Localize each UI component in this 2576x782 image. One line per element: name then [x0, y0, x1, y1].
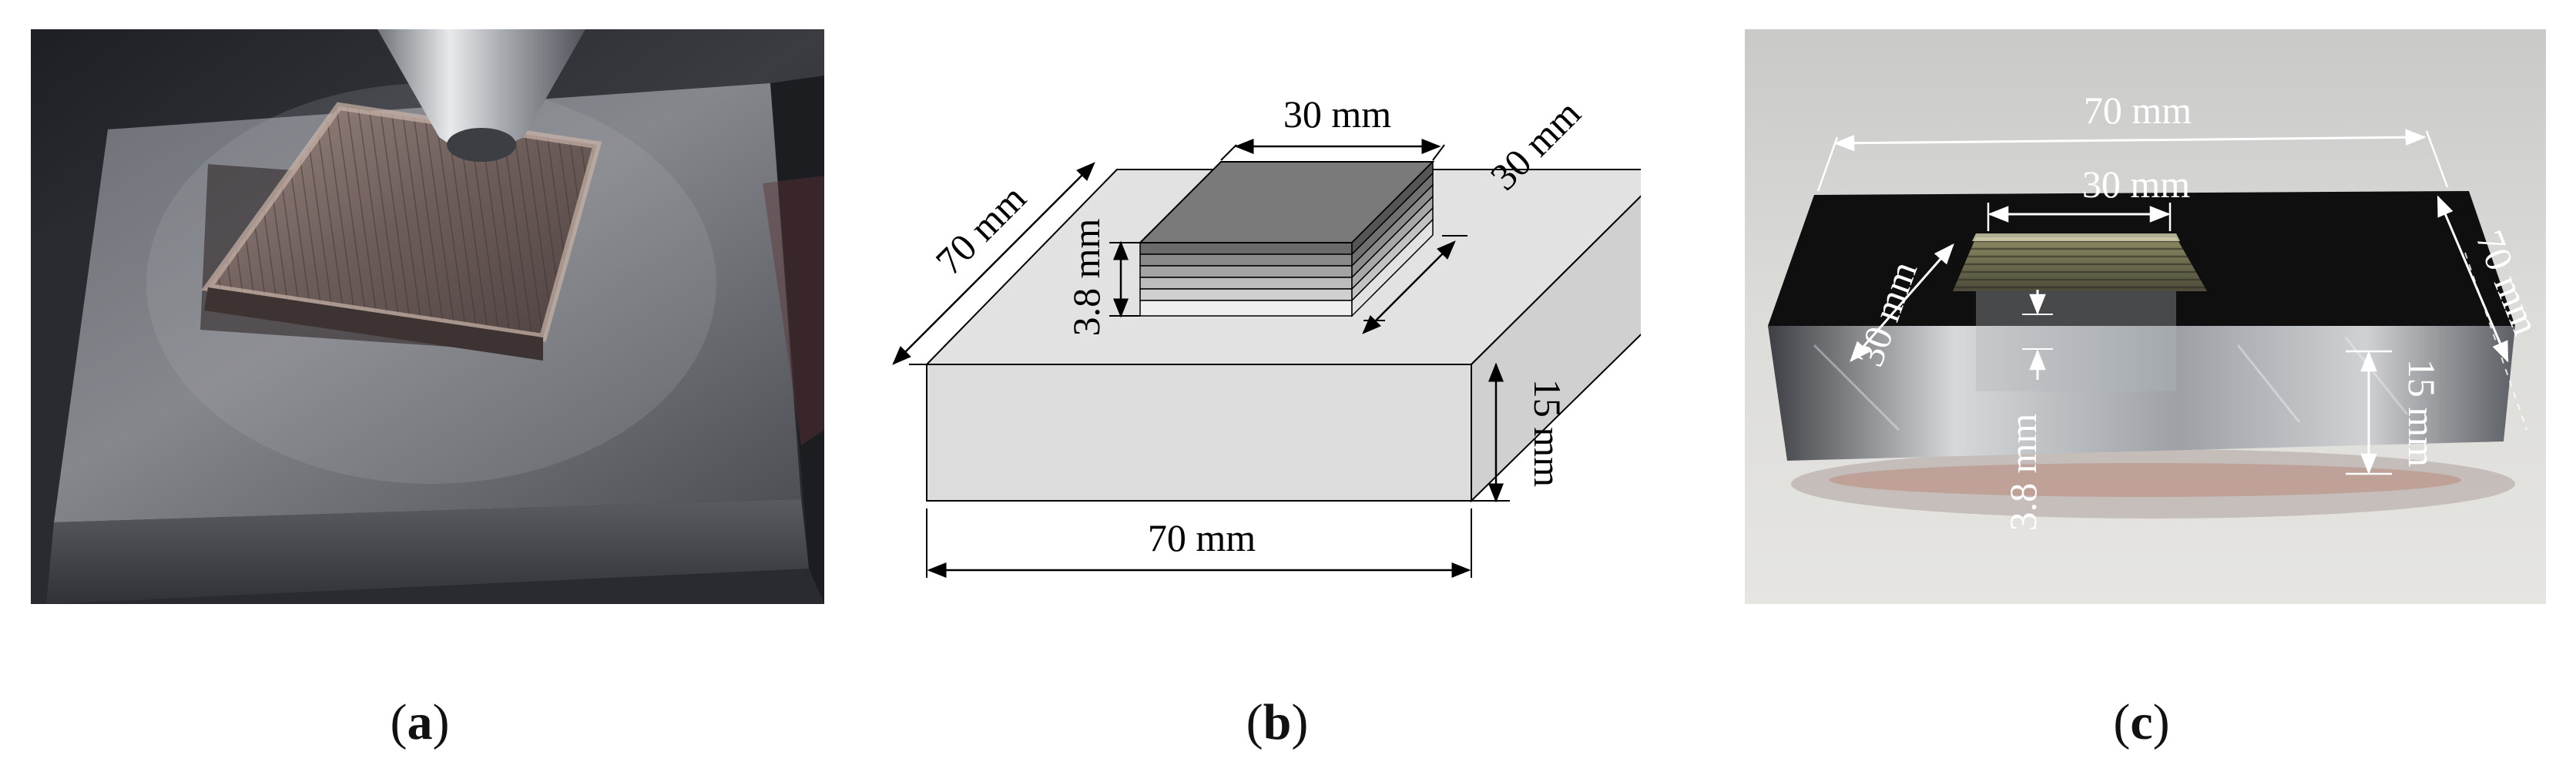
- label-c-deposit-width: 30 mm: [2082, 163, 2190, 206]
- schematic-diagram: 30 mm 30 mm 3.8 mm 70 mm 15 mm 70 mm: [892, 92, 1670, 578]
- caption-b-close: ): [1291, 694, 1309, 750]
- caption-c-letter: c: [2130, 694, 2153, 750]
- schematic-panel-b: 30 mm 30 mm 3.8 mm 70 mm 15 mm 70 mm: [870, 62, 1670, 601]
- caption-b: (b): [1200, 693, 1354, 755]
- deposition-photo: [31, 29, 824, 604]
- caption-c-open: (: [2113, 694, 2131, 750]
- caption-c-close: ): [2152, 694, 2170, 750]
- label-c-substrate-width: 70 mm: [2084, 89, 2192, 132]
- label-c-deposit-height: 3.8 mm: [2001, 414, 2044, 532]
- label-c-substrate-height: 15 mm: [2400, 359, 2444, 467]
- photo-panel-c: 70 mm 30 mm 30 mm 3.8 mm 15 mm 70 mm: [1745, 29, 2546, 604]
- caption-a: (a): [343, 693, 497, 755]
- label-b-deposit-height: 3.8 mm: [1065, 219, 1108, 337]
- caption-b-open: (: [1246, 694, 1263, 750]
- caption-a-close: ): [432, 694, 450, 750]
- photo-panel-a: [31, 29, 824, 604]
- caption-a-letter: a: [407, 694, 433, 750]
- label-b-deposit-width: 30 mm: [1283, 92, 1391, 136]
- label-b-substrate-height: 15 mm: [1526, 379, 1569, 487]
- specimen-photo: 70 mm 30 mm 30 mm 3.8 mm 15 mm 70 mm: [1745, 29, 2546, 604]
- caption-c: (c): [2064, 693, 2219, 755]
- label-b-substrate-width: 70 mm: [1148, 516, 1256, 559]
- label-b-substrate-depth: 70 mm: [927, 176, 1035, 284]
- caption-b-letter: b: [1263, 694, 1292, 750]
- caption-a-open: (: [390, 694, 408, 750]
- substrate-front-face: [926, 364, 1472, 502]
